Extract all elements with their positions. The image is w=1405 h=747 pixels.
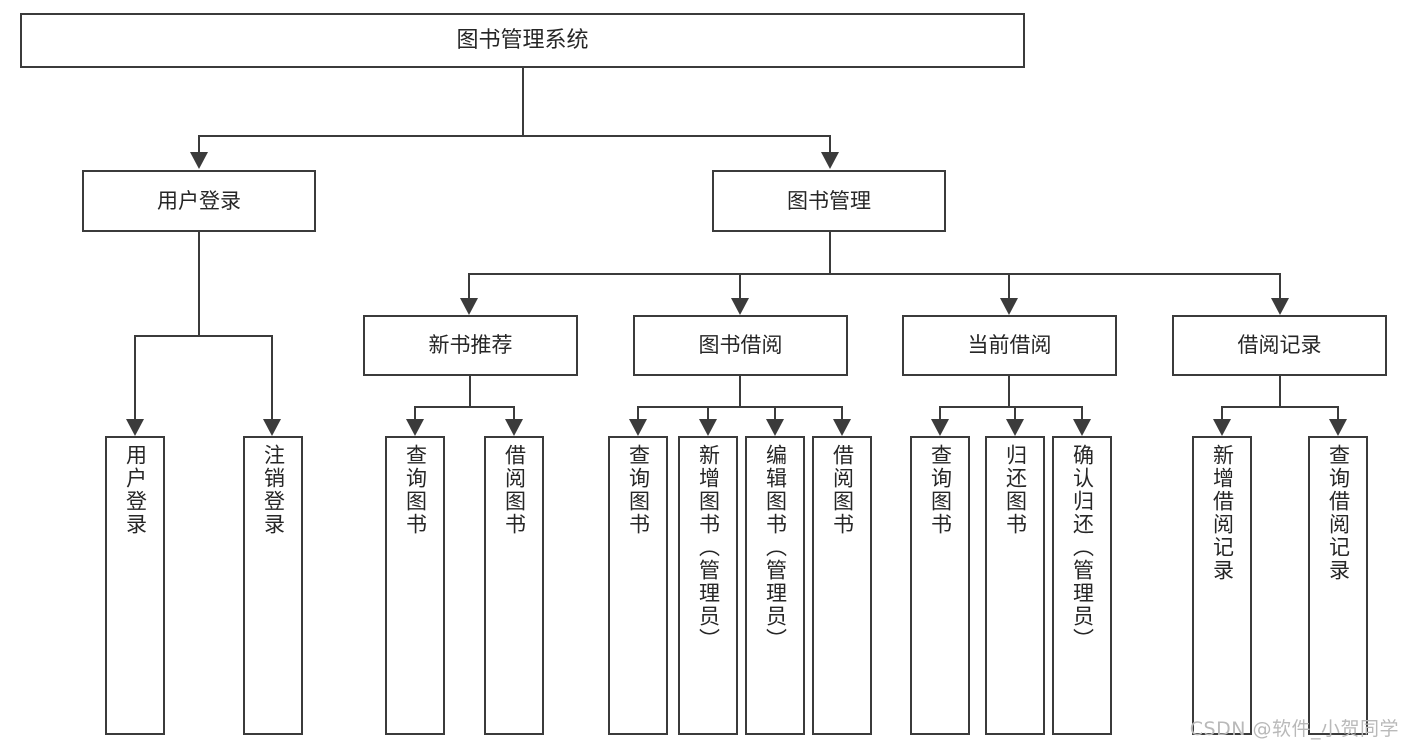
node-book-borrowing[interactable]: 图书借阅: [633, 315, 848, 376]
connector-borrow-record-bus: [1221, 406, 1338, 408]
leaf-logout[interactable]: 注销登录: [243, 436, 303, 735]
arrowhead-current-borrow: [1000, 298, 1018, 315]
arrowhead-bb-add-book: [699, 419, 717, 436]
arrowhead-user-login: [190, 152, 208, 169]
node-current-borrowing[interactable]: 当前借阅: [902, 315, 1117, 376]
connector-cb-leaf3: [1081, 406, 1083, 419]
connector-nbr-leaf2: [513, 406, 515, 419]
node-label: 用户登录: [157, 188, 241, 213]
node-user-login[interactable]: 用户登录: [82, 170, 316, 232]
leaf-nbr-borrow-book[interactable]: 借阅图书: [484, 436, 544, 735]
connector-root-stem: [522, 68, 524, 135]
arrowhead-book-borrow: [731, 298, 749, 315]
node-label: 借阅记录: [1237, 333, 1322, 358]
node-label: 当前借阅: [967, 333, 1052, 358]
node-label: 借阅图书: [830, 444, 855, 536]
connector-cb-leaf2: [1014, 406, 1016, 419]
connector-bb-leaf4: [841, 406, 843, 419]
node-label: 查询图书: [928, 444, 953, 536]
leaf-user-login[interactable]: 用户登录: [105, 436, 165, 735]
connector-bb-leaf2: [707, 406, 709, 419]
arrowhead-cb-query-book: [931, 419, 949, 436]
leaf-bb-borrow-book[interactable]: 借阅图书: [812, 436, 872, 735]
arrowhead-book-mgmt: [821, 152, 839, 169]
node-label: 确认归还（管理员）: [1070, 444, 1095, 651]
node-label: 新书推荐: [428, 333, 513, 358]
node-label: 用户登录: [123, 444, 148, 536]
node-label: 查询图书: [626, 444, 651, 536]
leaf-bb-edit-book-admin[interactable]: 编辑图书（管理员）: [745, 436, 805, 735]
node-borrowing-record[interactable]: 借阅记录: [1172, 315, 1387, 376]
node-root-book-management-system[interactable]: 图书管理系统: [20, 13, 1025, 68]
leaf-nbr-query-book[interactable]: 查询图书: [385, 436, 445, 735]
leaf-bb-add-book-admin[interactable]: 新增图书（管理员）: [678, 436, 738, 735]
arrowhead-cb-confirm-return: [1073, 419, 1091, 436]
arrowhead-bb-query-book: [629, 419, 647, 436]
watermark: CSDN @软件_小贺同学: [1189, 718, 1399, 740]
connector-root-to-book-mgmt: [829, 135, 831, 153]
connector-cb-leaf1: [939, 406, 941, 419]
node-label: 注销登录: [261, 444, 286, 536]
leaf-br-add-record[interactable]: 新增借阅记录: [1192, 436, 1252, 735]
connector-book-borrow-stem: [739, 376, 741, 406]
connector-user-login-bus: [134, 335, 271, 337]
node-label: 借阅图书: [502, 444, 527, 536]
connector-book-borrow-bus: [637, 406, 842, 408]
connector-to-new-book-rec: [468, 273, 470, 298]
node-label: 图书管理: [787, 188, 871, 213]
arrowhead-bb-edit-book: [766, 419, 784, 436]
connector-current-borrow-stem: [1008, 376, 1010, 406]
connector-borrow-record-stem: [1279, 376, 1281, 406]
node-label: 图书借阅: [698, 333, 783, 358]
arrowhead-nbr-borrow-book: [505, 419, 523, 436]
node-label: 编辑图书（管理员）: [763, 444, 788, 651]
leaf-cb-query-book[interactable]: 查询图书: [910, 436, 970, 735]
connector-new-book-rec-stem: [469, 376, 471, 406]
connector-root-to-user-login: [198, 135, 200, 153]
node-label: 图书管理系统: [456, 27, 589, 53]
leaf-br-query-record[interactable]: 查询借阅记录: [1308, 436, 1368, 735]
connector-bb-leaf1: [637, 406, 639, 419]
connector-br-leaf2: [1337, 406, 1339, 419]
leaf-cb-return-book[interactable]: 归还图书: [985, 436, 1045, 735]
connector-to-book-borrow: [739, 273, 741, 298]
leaf-bb-query-book[interactable]: 查询图书: [608, 436, 668, 735]
arrowhead-borrow-record: [1271, 298, 1289, 315]
node-book-management[interactable]: 图书管理: [712, 170, 946, 232]
arrowhead-new-book-rec: [460, 298, 478, 315]
arrowhead-leaf-user-login: [126, 419, 144, 436]
connector-to-current-borrow: [1008, 273, 1010, 298]
connector-user-login-leaf1: [134, 335, 136, 419]
connector-br-leaf1: [1221, 406, 1223, 419]
connector-bb-leaf3: [774, 406, 776, 419]
connector-root-bus: [198, 135, 830, 137]
node-label: 新增图书（管理员）: [696, 444, 721, 651]
connector-current-borrow-bus: [939, 406, 1082, 408]
node-label: 查询借阅记录: [1326, 444, 1351, 582]
connector-user-login-leaf2: [271, 335, 273, 419]
connector-to-borrow-record: [1279, 273, 1281, 298]
arrowhead-br-add-record: [1213, 419, 1231, 436]
arrowhead-br-query-record: [1329, 419, 1347, 436]
arrowhead-nbr-query-book: [406, 419, 424, 436]
leaf-cb-confirm-return-admin[interactable]: 确认归还（管理员）: [1052, 436, 1112, 735]
connector-user-login-stem: [198, 232, 200, 335]
node-label: 归还图书: [1003, 444, 1028, 536]
node-label: 查询图书: [403, 444, 428, 536]
arrowhead-cb-return-book: [1006, 419, 1024, 436]
connector-nbr-leaf1: [414, 406, 416, 419]
node-new-book-recommendation[interactable]: 新书推荐: [363, 315, 578, 376]
node-label: 新增借阅记录: [1210, 444, 1235, 582]
arrowhead-bb-borrow-book: [833, 419, 851, 436]
connector-new-book-rec-bus: [414, 406, 515, 408]
connector-book-mgmt-bus: [468, 273, 1280, 275]
connector-book-mgmt-stem: [829, 232, 831, 273]
arrowhead-leaf-logout: [263, 419, 281, 436]
